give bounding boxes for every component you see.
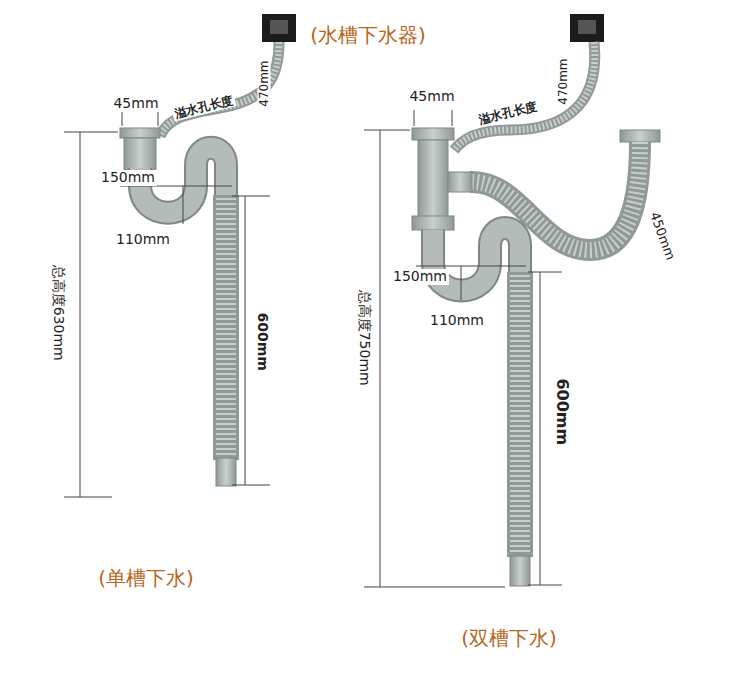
dimension-label: 600mm	[553, 377, 571, 448]
single-sink-drain	[64, 14, 296, 497]
dimension-label: 450mm	[646, 208, 678, 264]
dimension-label: 470mm	[556, 57, 569, 107]
dimension-lines	[364, 110, 562, 587]
hose-tail	[510, 556, 530, 586]
overflow-head	[262, 14, 296, 42]
tee-body	[418, 140, 448, 218]
overflow-head-slot	[578, 20, 596, 34]
dimension-label: 600mm	[254, 311, 269, 373]
dimension-lines	[64, 112, 270, 497]
dimension-label: 总高度750mm	[356, 288, 371, 388]
part-label: 溢水孔长度	[171, 94, 236, 122]
second-inlet	[620, 130, 660, 142]
section-caption: (双槽下水)	[459, 627, 559, 649]
dimension-label: 470mm	[257, 59, 270, 109]
dimension-label: 45mm	[111, 96, 160, 111]
dimension-label: 总高度630mm	[50, 263, 65, 363]
section-caption: (单槽下水)	[96, 567, 196, 589]
overflow-hose	[454, 42, 595, 150]
dimension-label: 110mm	[428, 313, 486, 328]
tee-branch	[448, 172, 472, 192]
overflow-head	[570, 14, 604, 42]
inlet-body	[124, 138, 156, 170]
overflow-head-slot	[270, 20, 288, 34]
inlet-collar	[120, 128, 160, 138]
dimension-label: 150mm	[99, 170, 157, 185]
overflow-hose-rib	[454, 42, 595, 150]
double-sink-drain	[364, 14, 660, 587]
drain-hose-rib	[216, 198, 236, 458]
dimension-label: 110mm	[114, 232, 172, 247]
product-title: (水槽下水器)	[308, 24, 428, 46]
tee-nut	[412, 216, 454, 230]
hose-tail	[216, 458, 236, 486]
drain-hose-rib	[510, 275, 530, 555]
overflow-hose	[160, 42, 279, 136]
drain-hose	[507, 272, 533, 557]
inlet-collar	[412, 128, 454, 140]
dimension-label: 150mm	[391, 269, 449, 284]
overflow-hose-rib	[160, 42, 279, 136]
drain-hose	[213, 195, 239, 460]
dimension-label: 45mm	[407, 89, 456, 104]
